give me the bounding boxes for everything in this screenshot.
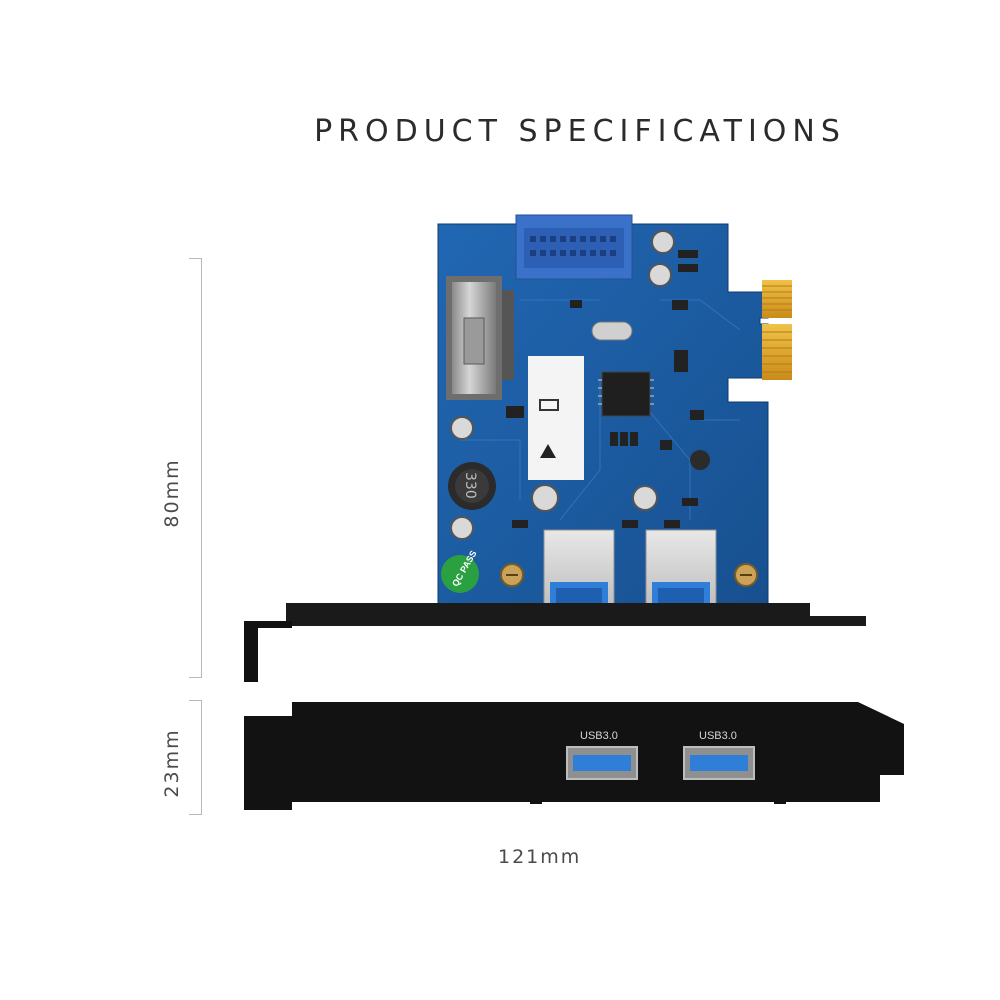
- bracket-top-view: [244, 603, 866, 682]
- usb-port-opening-1: [566, 746, 638, 780]
- dimension-label-121mm: 121mm: [498, 846, 582, 868]
- dimension-line-23mm: [201, 700, 202, 815]
- front-usb-port-2: USB3.0: [683, 730, 755, 786]
- usb-port-label-2: USB3.0: [699, 730, 737, 742]
- gold-edge-connector: [762, 280, 792, 380]
- pcb-board: [437, 223, 792, 611]
- usb-port-tongue-2: [690, 755, 748, 771]
- warning-sticker: [528, 356, 584, 480]
- controller-chip: [598, 371, 654, 417]
- capacitors: [450, 230, 710, 540]
- dimension-tick-bottom: [189, 677, 201, 678]
- usb-port-label-1: USB3.0: [580, 730, 618, 742]
- crystal-oscillator: [591, 321, 633, 341]
- inductor: 330: [448, 462, 496, 510]
- usb-port-top-1: [543, 529, 615, 617]
- svg-text:330: 330: [462, 472, 478, 499]
- dimension-tick-top-2: [189, 700, 201, 701]
- dimension-line-80mm: [201, 258, 202, 678]
- dimension-tick-top: [189, 258, 201, 259]
- front-usb-port-1: USB3.0: [566, 730, 638, 786]
- usb-header-connector: [515, 214, 633, 280]
- usb-port-tongue-1: [573, 755, 631, 771]
- screws: [500, 563, 758, 587]
- power-connector: [446, 276, 514, 400]
- dimension-tick-bottom-2: [189, 814, 201, 815]
- page-title: PRODUCT SPECIFICATIONS: [314, 114, 846, 149]
- smd-components: [506, 250, 704, 528]
- usb-port-opening-2: [683, 746, 755, 780]
